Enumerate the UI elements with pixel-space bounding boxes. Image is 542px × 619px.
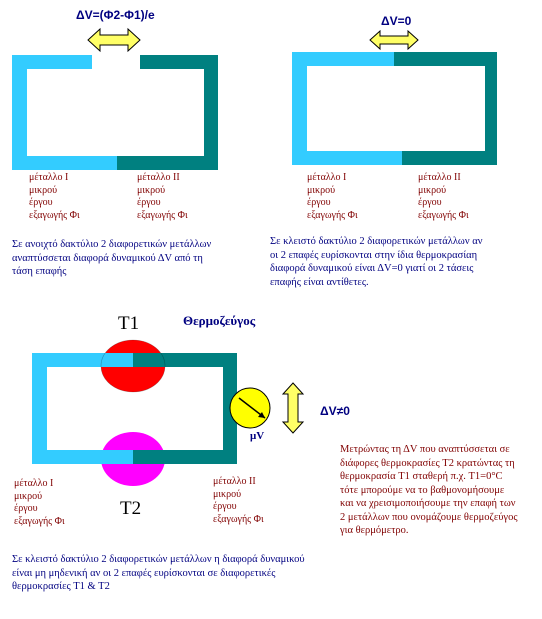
measurement-note: Μετρώντας τη ΔV που αναπτύσσεται σε διάφ… [340, 444, 518, 536]
open-metal-2-label: μέταλλο ΙΙ μικρού έργου εξαγωγής Φι [137, 172, 188, 221]
vertical-arrow-icon [281, 382, 305, 434]
thermo-metal-2-label: μέταλλο ΙΙ μικρού έργου εξαγωγής Φι [213, 476, 264, 525]
closed-metal-1-label: μέταλλο Ι μικρού έργου εξαγωγής Φι [307, 172, 358, 221]
open-metal-1-label: μέταλλο Ι μικρού έργου εξαγωγής Φι [29, 172, 80, 221]
t2-label: T2 [120, 498, 142, 519]
dv-thermo-label: ΔV≠0 [320, 404, 350, 418]
meter-label: μV [250, 430, 265, 442]
dv-open-label: ΔV=(Φ2-Φ1)/e [76, 8, 155, 22]
closed-ring-description: Σε κλειστό δακτύλιο 2 διαφορετικών μετάλ… [270, 236, 483, 288]
dv-closed-label: ΔV=0 [381, 14, 412, 28]
t1-label: T1 [118, 313, 140, 334]
open-ring-description: Σε ανοιχτό δακτύλιο 2 διαφορετικών μετάλ… [12, 239, 212, 277]
thermocouple-title: Θερμοζεύγος [183, 313, 256, 328]
thermo-metal-1-label: μέταλλο Ι μικρού έργου εξαγωγής Φι [14, 478, 65, 527]
closed-metal-2-label: μέταλλο ΙΙ μικρού έργου εξαγωγής Φι [418, 172, 469, 221]
thermocouple-description: Σε κλειστό δακτύλιο 2 διαφορετικών μετάλ… [12, 554, 305, 592]
